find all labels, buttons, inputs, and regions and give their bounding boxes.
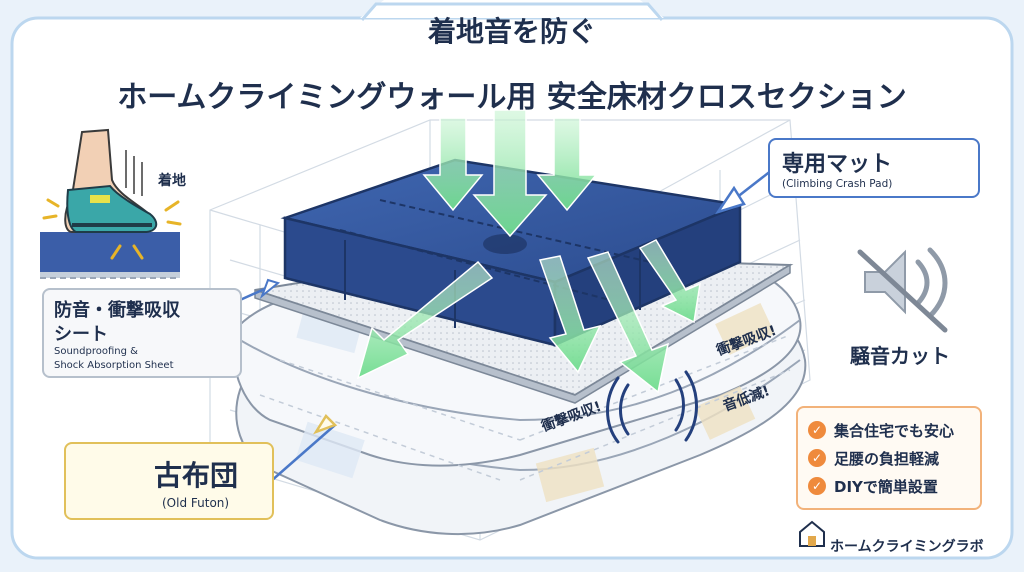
sheet-name-en-line2: Shock Absorption Sheet — [54, 360, 174, 371]
impact-arrows — [356, 109, 701, 394]
title-line-1: 着地音を防ぐ — [427, 15, 596, 48]
sound-waves-icon — [606, 370, 698, 444]
sheet-name-ja-line1: 防音・衝撃吸収 — [54, 300, 180, 321]
benefits-checklist: ✓ 集合住宅でも安心 ✓ 足腰の負担軽減 ✓ DIYで簡単設置 — [796, 406, 982, 510]
sheet-callout: 防音・衝撃吸収 シート Soundproofing & Shock Absorp… — [42, 288, 242, 378]
title-line-2: ホームクライミングウォール用 安全床材クロスセクション — [117, 80, 907, 115]
sheet-name-ja-line2: シート — [54, 324, 108, 345]
house-logo-icon — [799, 520, 825, 547]
benefit-item: ✓ DIYで簡単設置 — [808, 472, 970, 500]
futon-name-ja: 古布団 — [154, 459, 239, 492]
benefit-item: ✓ 集合住宅でも安心 — [808, 416, 970, 444]
mat-callout: 専用マット (Climbing Crash Pad) — [768, 138, 980, 198]
benefit-item: ✓ 足腰の負担軽減 — [808, 444, 970, 472]
landing-label: 着地 — [158, 173, 186, 189]
check-circle-icon: ✓ — [808, 449, 826, 467]
check-circle-icon: ✓ — [808, 477, 826, 495]
benefit-text: 足腰の負担軽減 — [834, 449, 940, 468]
sheet-name-en-line1: Soundproofing & — [54, 346, 138, 357]
noise-cut-label: 騒音カット — [850, 344, 950, 368]
futon-name-en: (Old Futon) — [162, 496, 230, 510]
check-circle-icon: ✓ — [808, 421, 826, 439]
futon-callout: 古布団 (Old Futon) — [64, 442, 274, 520]
benefit-text: DIYで簡単設置 — [834, 477, 938, 496]
speaker-mute-icon — [857, 247, 948, 333]
climbing-shoe-foot-icon — [40, 128, 182, 279]
benefit-text: 集合住宅でも安心 — [834, 421, 955, 440]
mat-name-ja: 専用マット — [782, 152, 893, 177]
mat-name-en: (Climbing Crash Pad) — [782, 178, 893, 190]
brand-name: ホームクライミングラボ — [830, 539, 984, 555]
